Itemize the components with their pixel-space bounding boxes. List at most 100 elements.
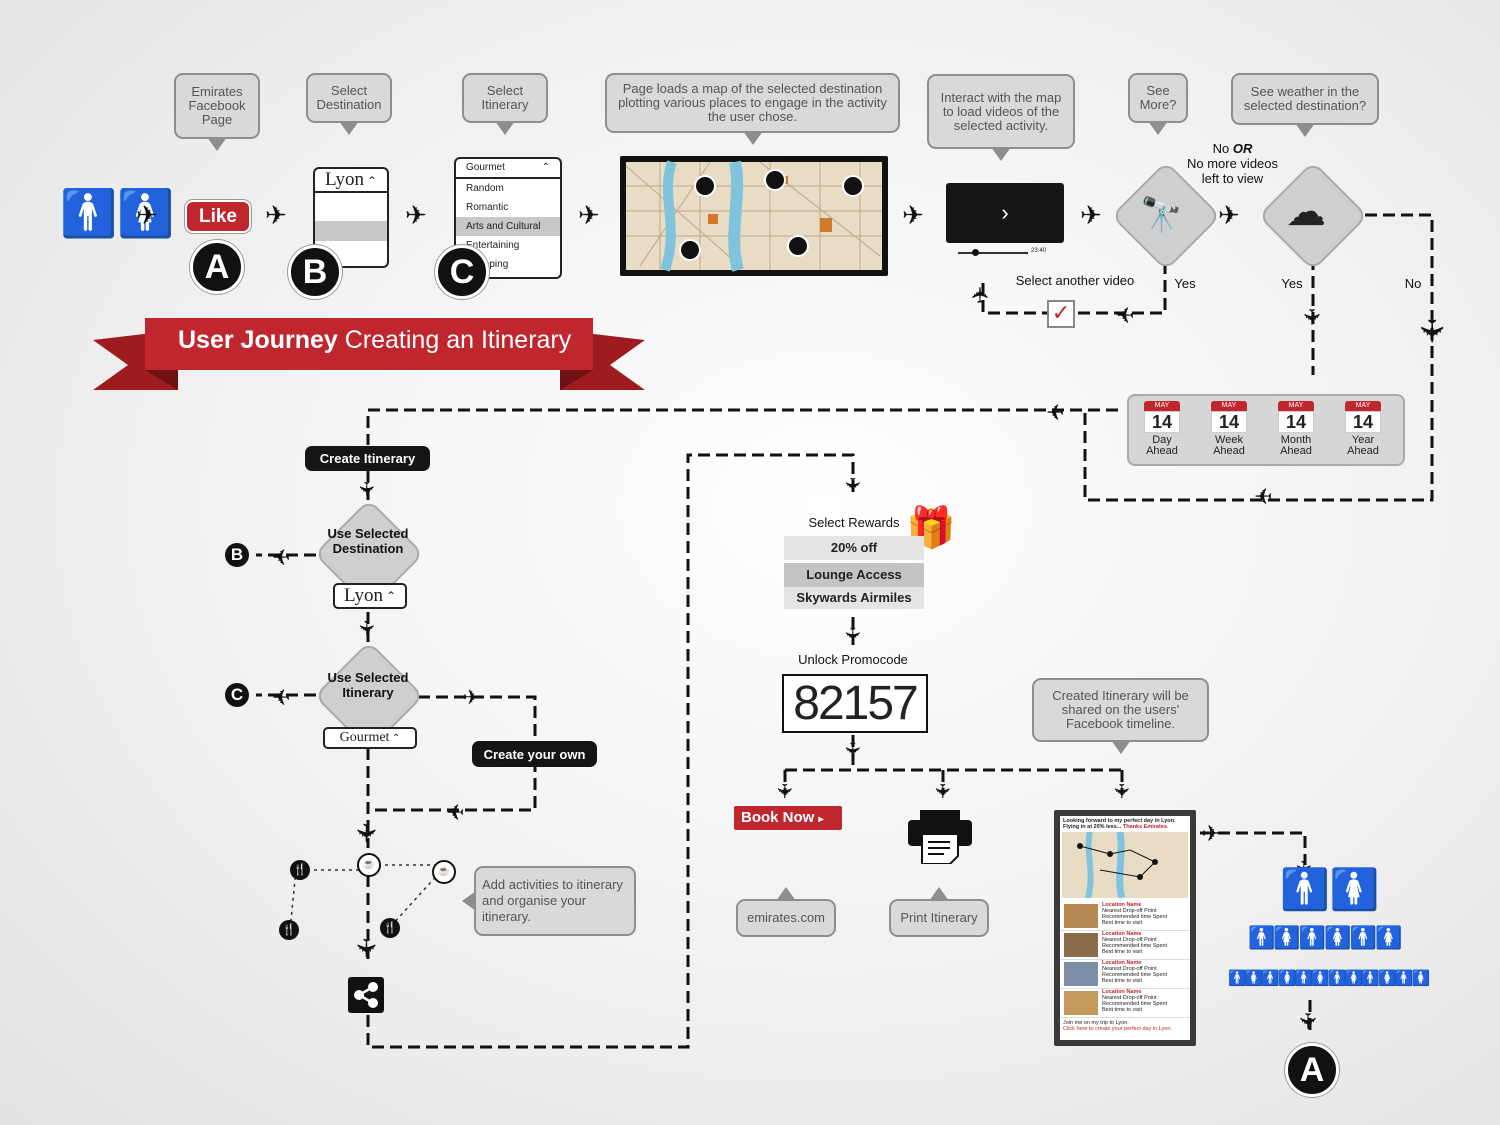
forecast-week[interactable]: MAY 14 Week Ahead (1211, 401, 1247, 457)
bubble-shared: Created Itinerary will be shared on the … (1032, 678, 1209, 754)
bubble-itinerary: Select Itinerary (462, 73, 548, 135)
forecast-month[interactable]: MAY 14 Month Ahead (1278, 401, 1314, 457)
timeline-post: Looking forward to my perfect day in Lyo… (1054, 810, 1196, 1046)
post-entry[interactable]: Location Name Nearest Drop-off Point Rec… (1060, 902, 1190, 931)
printer-icon[interactable] (906, 808, 974, 865)
calendar-day: 14 (1345, 411, 1381, 433)
coffee-icon[interactable]: ☕ (357, 853, 381, 877)
calendar-day: 14 (1211, 411, 1247, 433)
plane-icon: ✈ (350, 822, 381, 844)
plane-icon: ✈ (405, 200, 427, 230)
fork-knife-icon[interactable]: 🍴 (380, 918, 400, 938)
fork-knife-icon[interactable]: 🍴 (290, 860, 310, 880)
share-icon[interactable] (348, 977, 384, 1013)
forecast-day[interactable]: MAY 14 Day Ahead (1144, 401, 1180, 457)
plane-icon: ✈ (446, 799, 465, 824)
bubble-map: Page loads a map of the selected destina… (605, 73, 900, 145)
post-entry-title: Location Name (1102, 902, 1142, 908)
step-a-return-marker: A (1285, 1043, 1339, 1097)
reward-item-selected[interactable]: Lounge Access (784, 563, 924, 587)
itinerary-option[interactable]: Random (466, 183, 504, 194)
bubble-videos: Interact with the map to load videos of … (927, 74, 1075, 161)
forecast-label-2: Ahead (1347, 445, 1379, 457)
fork-knife-icon[interactable]: 🍴 (279, 920, 299, 940)
calendar-month: MAY (1345, 401, 1381, 411)
plane-icon: ✈ (840, 476, 863, 494)
post-entry-title: Location Name (1102, 989, 1142, 995)
no-label-weather: No (1404, 276, 1422, 291)
coffee-icon[interactable]: ☕ (432, 860, 456, 884)
bubble-website: emirates.com (736, 887, 836, 937)
post-entry-line: Best time to visit (1102, 949, 1143, 955)
reward-item[interactable]: 20% off (784, 536, 924, 560)
bubble-see-more: See More? (1128, 73, 1188, 135)
post-headline-1: Looking forward to my perfect day in Lyo… (1063, 818, 1176, 824)
post-entry-line: Best time to visit (1102, 920, 1143, 926)
unlock-promocode-label: Unlock Promocode (798, 652, 908, 667)
play-icon[interactable]: › (1001, 200, 1009, 225)
post-footer-1: Join me on my trip to Lyon. (1063, 1020, 1129, 1026)
video-player[interactable]: › (946, 183, 1064, 243)
post-entry-line: Best time to visit (1102, 978, 1143, 984)
itinerary-option[interactable]: Entertaining (466, 240, 520, 251)
map-image (625, 160, 882, 272)
yes-label-more: Yes (1174, 276, 1196, 291)
flow-destination-select[interactable]: Lyon ⌃ (333, 583, 407, 609)
step-c-mini: C (225, 683, 249, 707)
itinerary-select[interactable]: Gourmet⌃ (456, 159, 560, 179)
post-entry-line: Recommended time Spent (1102, 1001, 1168, 1007)
checkbox-icon[interactable]: ✓ (1047, 300, 1075, 328)
destination-select[interactable]: Lyon ⌃ (315, 169, 387, 193)
post-entry-line: Nearest Drop-off Point (1102, 908, 1157, 914)
use-itinerary-label: Use Selected Itinerary (327, 670, 409, 700)
create-your-own-pill[interactable]: Create your own (472, 741, 597, 767)
video-time: 23:40 (1031, 248, 1047, 254)
bubble-activities: Add activities to itinerary and organise… (462, 866, 636, 936)
chevron-up-icon: ⌃ (541, 162, 550, 173)
scrubber-handle[interactable] (972, 249, 979, 256)
plane-icon: ✈ (1413, 317, 1450, 345)
plane-icon: ✈ (1202, 821, 1221, 846)
weather-cloud-icon[interactable]: ☁ (1286, 190, 1326, 234)
bubble-weather: See weather in the selected destination? (1231, 73, 1379, 137)
binoculars-icon[interactable]: 🔭 (1140, 196, 1183, 234)
like-button[interactable]: Like (185, 200, 251, 233)
itinerary-option-selected[interactable]: Arts and Cultural (456, 217, 560, 236)
calendar-month: MAY (1278, 401, 1314, 411)
yes-label-weather: Yes (1281, 276, 1303, 291)
arrow-right-icon: ▸ (818, 814, 824, 825)
post-entry-photo (1064, 904, 1098, 928)
flow-itinerary-select[interactable]: Gourmet ⌃ (323, 727, 417, 749)
step-b-mini: B (225, 543, 249, 567)
post-entry[interactable]: Location Name Nearest Drop-off Point Rec… (1060, 960, 1190, 989)
title-light: Creating an Itinerary (344, 326, 572, 354)
plane-icon: ✈ (1299, 307, 1325, 327)
forecast-year[interactable]: MAY 14 Year Ahead (1345, 401, 1381, 457)
video-scrubber[interactable]: 23:40 (946, 248, 1064, 258)
destination-map[interactable] (620, 156, 888, 276)
destination-value: Lyon (324, 169, 364, 190)
step-a-marker: A (190, 240, 244, 294)
no-text: No (1212, 141, 1230, 156)
post-entry[interactable]: Location Name Nearest Drop-off Point Rec… (1060, 931, 1190, 960)
chevron-up-icon: ⌃ (364, 174, 378, 188)
post-footer-2[interactable]: Click here to create your perfect day in… (1063, 1026, 1172, 1032)
people-group-icon: 🚹🚺🚹🚺🚹🚺 (1248, 925, 1402, 950)
step-b-marker: B (288, 245, 342, 299)
plane-icon: ✈ (1254, 483, 1273, 508)
no-more-videos-label: No OR No more videos left to view (1175, 141, 1290, 186)
book-now-button[interactable]: Book Now ▸ (734, 806, 842, 830)
create-itinerary-pill[interactable]: Create Itinerary (305, 446, 430, 471)
post-thanks: Thanks Emirates. (1122, 824, 1169, 830)
itinerary-option[interactable]: Romantic (466, 202, 509, 213)
post-entry-photo (1064, 991, 1098, 1015)
post-headline: Looking forward to my perfect day in Lyo… (1060, 816, 1190, 832)
page-title: User Journey Creating an Itinerary (178, 326, 598, 355)
post-headline-2: Flying in at 20% less... (1063, 824, 1122, 830)
post-entry[interactable]: Location Name Nearest Drop-off Point Rec… (1060, 989, 1190, 1018)
forecast-label-2: Ahead (1146, 445, 1178, 457)
plane-icon: ✈ (1109, 782, 1132, 800)
reward-item[interactable]: Skywards Airmiles (784, 587, 924, 609)
share-glyph (354, 982, 378, 1008)
